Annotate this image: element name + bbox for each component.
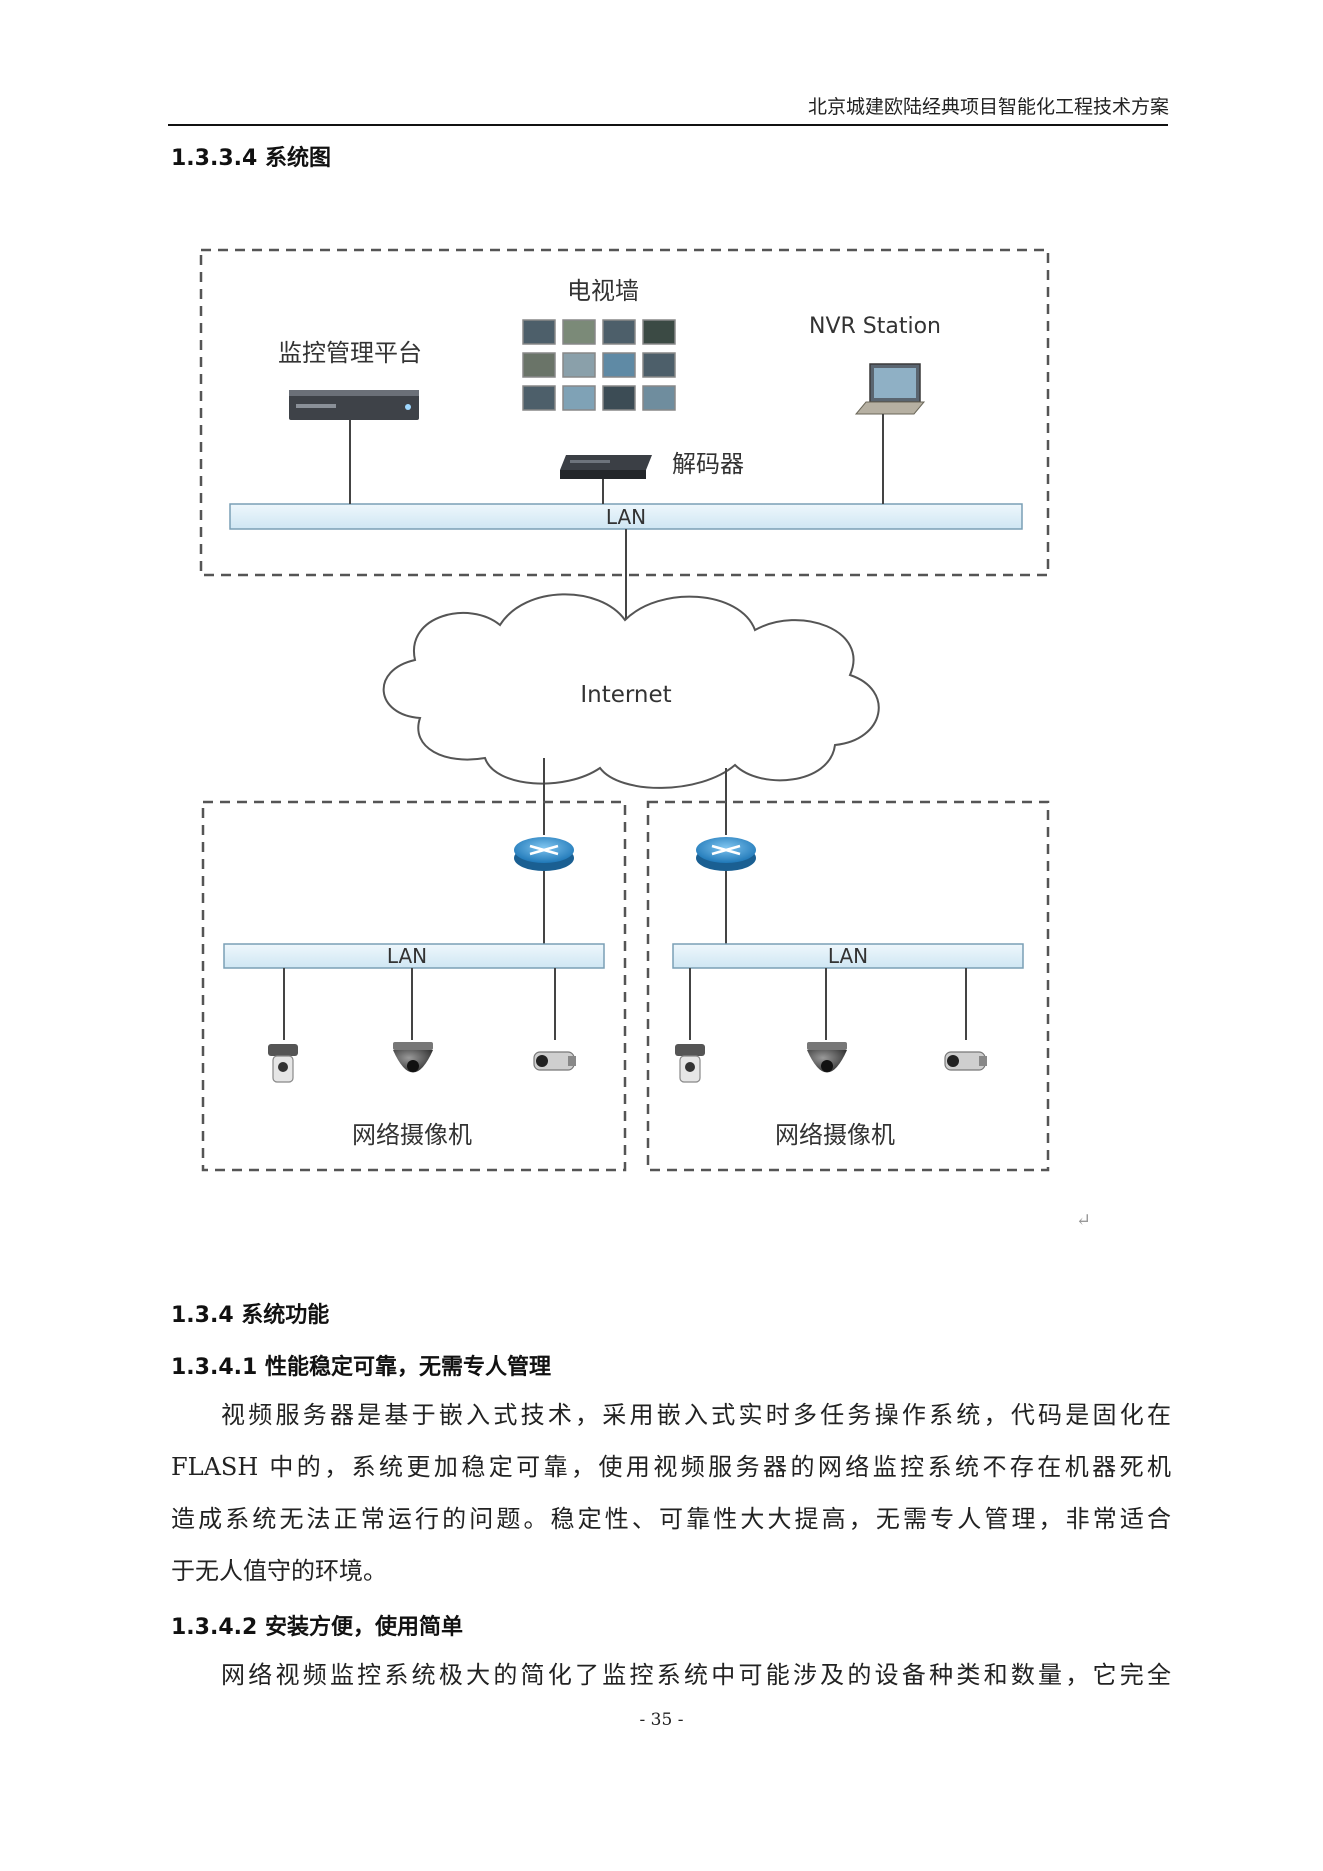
bullet-camera-icon-right: [944, 1051, 987, 1071]
bullet-camera-icon-left: [533, 1051, 576, 1071]
router-icon-right: [696, 837, 756, 871]
dome-camera-icon-left: [393, 1042, 433, 1073]
header-rule: [168, 124, 1168, 126]
paragraph-stable: 视频服务器是基于嵌入式技术，采用嵌入式实时多任务操作系统，代码是固化在 FLAS…: [171, 1389, 1171, 1597]
page-number: - 35 -: [639, 1710, 684, 1730]
paragraph-line: 视频服务器是基于嵌入式技术，采用嵌入式实时多任务操作系统，代码是固化在: [221, 1401, 1171, 1429]
paragraph-line: FLASH 中的，系统更加稳定可靠，使用视频服务器的网络监控系统不存在机器死机: [171, 1453, 1171, 1481]
paragraph-line: 于无人值守的环境。: [171, 1557, 387, 1585]
lan-bar-left: [223, 943, 605, 969]
paragraph-return-mark: ↵: [1076, 1210, 1092, 1231]
paragraph-line: 造成系统无法正常运行的问题。稳定性、可靠性大大提高，无需专人管理，非常适合: [171, 1505, 1171, 1533]
camera-group-left-label: 网络摄像机: [352, 1121, 472, 1149]
monitoring-center-boundary: [199, 248, 1050, 577]
server-icon: [289, 390, 419, 420]
section-heading-system-function: 1.3.4 系统功能: [171, 1303, 330, 1328]
section-heading-system-diagram: 1.3.3.4 系统图: [171, 146, 331, 171]
decoder-icon: [560, 455, 652, 479]
lan-right-label: LAN: [828, 944, 868, 968]
lan-bar-right: [672, 943, 1024, 969]
internet-label: Internet: [580, 682, 671, 708]
site-left-boundary: [201, 800, 627, 1172]
tv-wall-label: 电视墙: [567, 277, 639, 305]
nvr-label: NVR Station: [809, 314, 941, 339]
dome-camera-icon-right: [807, 1042, 847, 1073]
subsection-heading-install: 1.3.4.2 安装方便，使用简单: [171, 1615, 463, 1640]
ptz-camera-icon-left: [268, 1044, 298, 1083]
internet-cloud-icon: [382, 593, 880, 789]
subsection-heading-stable: 1.3.4.1 性能稳定可靠，无需专人管理: [171, 1355, 551, 1380]
tv-wall-icon: [522, 319, 676, 411]
platform-label: 监控管理平台: [278, 339, 422, 367]
paragraph-install: 网络视频监控系统极大的简化了监控系统中可能涉及的设备种类和数量，它完全: [171, 1649, 1171, 1701]
lan-left-label: LAN: [387, 944, 427, 968]
decoder-label: 解码器: [672, 450, 744, 478]
ptz-camera-icon-right: [675, 1044, 705, 1083]
document-header-title: 北京城建欧陆经典项目智能化工程技术方案: [807, 96, 1169, 118]
camera-group-right-label: 网络摄像机: [775, 1121, 895, 1149]
site-right-boundary: [646, 800, 1050, 1172]
laptop-icon: [854, 363, 926, 415]
paragraph-line: 网络视频监控系统极大的简化了监控系统中可能涉及的设备种类和数量，它完全: [221, 1661, 1171, 1689]
lan-top-label: LAN: [606, 505, 646, 529]
router-icon-left: [514, 837, 574, 871]
